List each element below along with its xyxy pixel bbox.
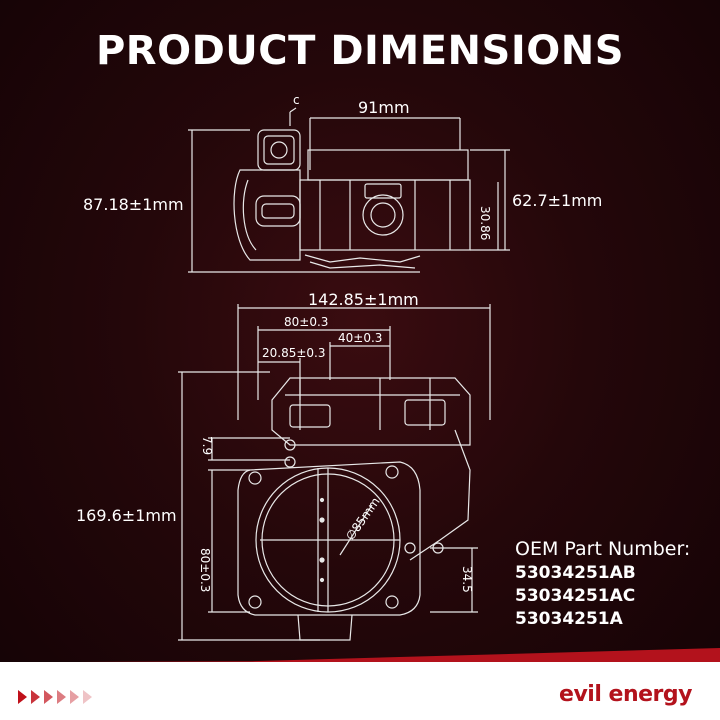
oem-part-number: 53034251AC (515, 586, 636, 606)
chevron-right-icon (70, 690, 79, 704)
top-right-height-label: 62.7±1mm (512, 191, 603, 210)
oem-part-number: 53034251A (515, 609, 623, 629)
chevron-right-icon (44, 690, 53, 704)
connector-letter: c (293, 93, 300, 107)
top-height-label: 87.18±1mm (83, 195, 184, 214)
dim-7-label: 7.9 (200, 436, 214, 456)
chevron-right-icon (83, 690, 92, 704)
top-inner-label: 30.86 (478, 206, 492, 241)
vertical-80-label: 80±0.3 (198, 548, 212, 593)
oem-part-number: 53034251AB (515, 563, 636, 583)
right-small-label: 34.5 (460, 566, 474, 593)
front-overall-width-label: 142.85±1mm (308, 290, 419, 309)
dim-80-label: 80±0.3 (284, 315, 329, 329)
chevron-right-icon (31, 690, 40, 704)
oem-label: OEM Part Number: (515, 538, 691, 560)
page-title: PRODUCT DIMENSIONS (95, 28, 625, 74)
chevron-right-icon (18, 690, 27, 704)
dim-40-label: 40±0.3 (338, 331, 383, 345)
brand-logo: evil energy (559, 682, 692, 707)
oem-block: OEM Part Number: 53034251AB 53034251AC 5… (515, 538, 690, 629)
dim-20-label: 20.85±0.3 (262, 346, 326, 360)
footer-bar (0, 662, 720, 720)
top-width-label: 91mm (358, 98, 410, 117)
chevron-right-icon (57, 690, 66, 704)
front-height-label: 169.6±1mm (76, 506, 177, 525)
chevron-arrows-decoration (18, 690, 92, 704)
